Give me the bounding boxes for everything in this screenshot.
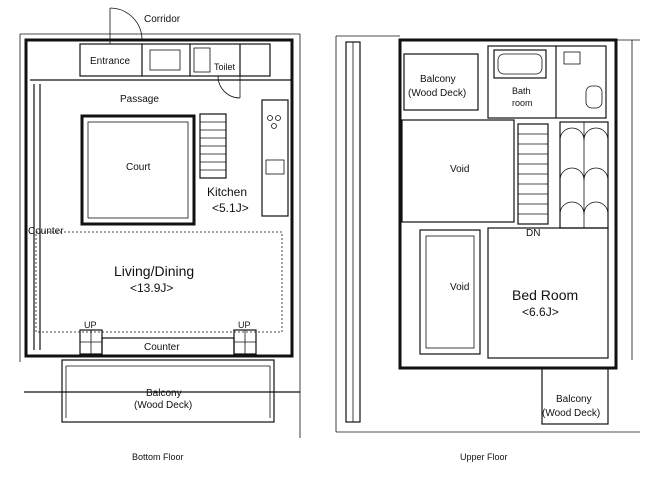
bottom-balcony-outline — [61, 359, 275, 423]
upper-floor-caption: Upper Floor — [460, 452, 508, 462]
label-upper-bottom-balcony-sub: (Wood Deck) — [542, 408, 600, 419]
void-bottom-outline — [419, 229, 481, 355]
upper-floor-plan — [335, 35, 640, 433]
bath-room-outline — [487, 45, 607, 119]
bottom-outer-wall — [24, 38, 294, 358]
label-entrance: Entrance — [90, 56, 130, 67]
label-bed-room: Bed Room — [512, 287, 578, 303]
bottom-floor-caption: Bottom Floor — [132, 452, 184, 462]
label-void-top: Void — [450, 164, 469, 175]
court-outline — [80, 114, 196, 226]
upper-floor-labels: Balcony (Wood Deck) Bath room Void DN Vo… — [408, 74, 600, 462]
label-passage: Passage — [120, 94, 159, 105]
label-upper-top-balcony-sub: (Wood Deck) — [408, 88, 466, 99]
entrance-toilet-band — [79, 43, 271, 77]
bottom-floor-labels: Corridor Entrance Toilet Passage Court K… — [28, 14, 251, 462]
upper-stair — [517, 123, 549, 225]
bottom-counter — [101, 337, 235, 357]
label-void-bottom: Void — [450, 282, 469, 293]
kitchen-counter — [261, 99, 289, 217]
label-bottom-balcony: Balcony — [146, 388, 182, 399]
label-living-dining: Living/Dining — [114, 263, 194, 279]
label-dn: DN — [526, 228, 540, 239]
corridor-door-swing — [109, 7, 143, 41]
label-toilet: Toilet — [214, 62, 236, 72]
upper-bottom-balcony — [541, 367, 609, 425]
bed-room-outline — [487, 227, 609, 359]
label-bottom-balcony-sub: (Wood Deck) — [134, 400, 192, 411]
label-bath-room: room — [512, 98, 533, 108]
label-counter-left: Counter — [28, 226, 64, 237]
label-kitchen-area: <5.1J> — [212, 201, 249, 215]
label-up-right: UP — [238, 320, 251, 330]
living-dining-dashed-area — [35, 231, 283, 333]
label-bed-room-area: <6.6J> — [522, 305, 559, 319]
label-upper-bottom-balcony: Balcony — [556, 394, 592, 405]
upper-top-balcony — [403, 53, 479, 111]
bottom-stair — [199, 113, 227, 179]
void-top-outline — [401, 119, 515, 223]
bathtub — [493, 49, 547, 79]
label-kitchen: Kitchen — [207, 185, 247, 199]
label-bath: Bath — [512, 86, 531, 96]
label-living-dining-area: <13.9J> — [130, 281, 173, 295]
label-up-left: UP — [84, 320, 97, 330]
label-upper-top-balcony: Balcony — [420, 74, 456, 85]
bottom-floor-plan — [19, 7, 301, 438]
label-court: Court — [126, 162, 151, 173]
label-counter-bottom: Counter — [144, 342, 180, 353]
label-corridor: Corridor — [144, 14, 181, 25]
